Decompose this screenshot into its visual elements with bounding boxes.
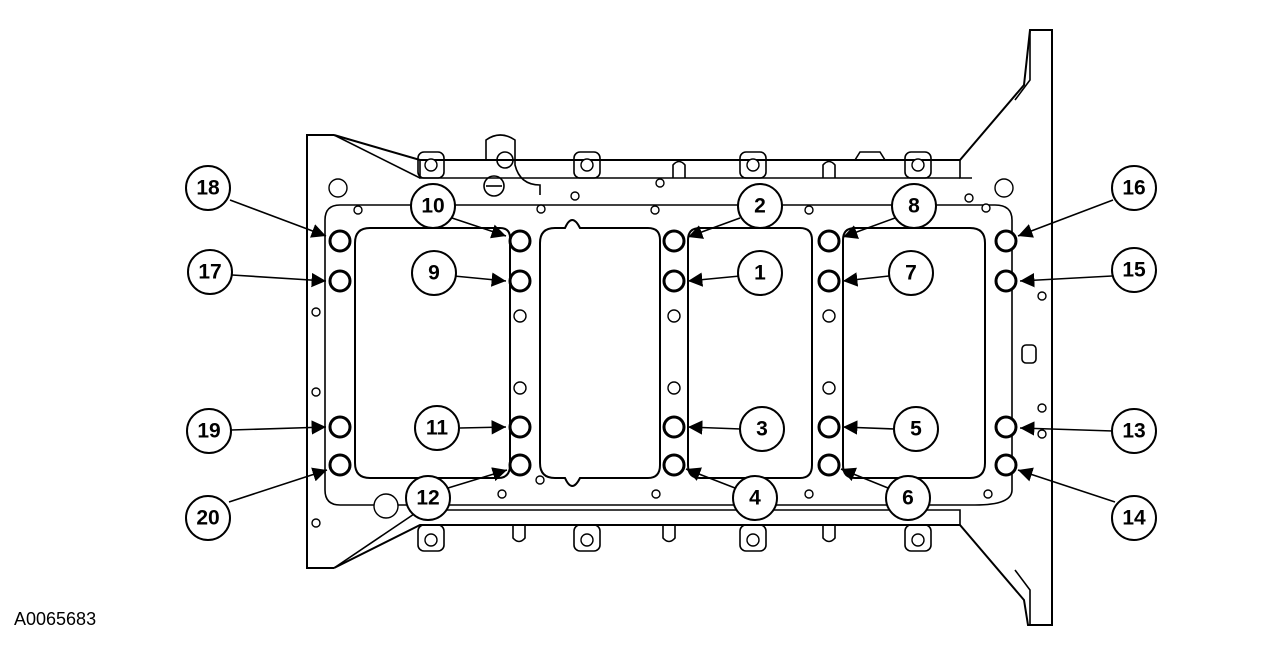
callout-20: 20 <box>185 495 231 541</box>
callout-6: 6 <box>885 475 931 521</box>
bolt-3 <box>662 415 686 439</box>
callout-17: 17 <box>187 249 233 295</box>
dowel-holes <box>311 178 1047 528</box>
svg-text:9: 9 <box>428 262 440 285</box>
bolt-19 <box>328 415 352 439</box>
bolt-12 <box>508 453 532 477</box>
svg-text:18: 18 <box>196 177 220 200</box>
bolt-2 <box>662 229 686 253</box>
callout-10: 10 <box>410 183 456 229</box>
svg-text:15: 15 <box>1122 259 1146 282</box>
callout-4: 4 <box>732 475 778 521</box>
svg-text:2: 2 <box>754 195 766 218</box>
callout-19: 19 <box>186 408 232 454</box>
svg-text:3: 3 <box>756 418 768 441</box>
svg-text:12: 12 <box>416 487 439 510</box>
svg-text:1: 1 <box>754 262 766 285</box>
bolt-4 <box>662 453 686 477</box>
callout-14: 14 <box>1111 495 1157 541</box>
callout-16: 16 <box>1111 165 1157 211</box>
callout-11: 11 <box>414 405 460 451</box>
bolt-10 <box>508 229 532 253</box>
svg-text:7: 7 <box>905 262 917 285</box>
leader-arrows <box>228 199 1116 503</box>
bolt-17 <box>328 269 352 293</box>
bolt-6 <box>817 453 841 477</box>
callout-2: 2 <box>737 183 783 229</box>
svg-text:4: 4 <box>749 487 761 510</box>
callout-3: 3 <box>739 406 785 452</box>
bolt-15 <box>994 269 1018 293</box>
svg-text:10: 10 <box>421 195 444 218</box>
callout-15: 15 <box>1111 247 1157 293</box>
svg-text:8: 8 <box>908 195 920 218</box>
figure-reference-code: A0065683 <box>14 609 97 629</box>
head-bolts <box>328 229 1018 477</box>
callout-1: 1 <box>737 250 783 296</box>
bolt-14 <box>994 453 1018 477</box>
callout-7: 7 <box>888 250 934 296</box>
svg-text:20: 20 <box>196 507 219 530</box>
callout-8: 8 <box>891 183 937 229</box>
block-outline <box>306 29 1053 626</box>
svg-text:17: 17 <box>198 261 221 284</box>
callout-12: 12 <box>405 475 451 521</box>
svg-text:6: 6 <box>902 487 914 510</box>
bolt-16 <box>994 229 1018 253</box>
bolt-11 <box>508 415 532 439</box>
bolt-1 <box>662 269 686 293</box>
bolt-13 <box>994 415 1018 439</box>
bolt-20 <box>328 453 352 477</box>
bolt-7 <box>817 269 841 293</box>
svg-text:19: 19 <box>197 420 220 443</box>
svg-text:13: 13 <box>1122 420 1145 443</box>
callout-5: 5 <box>893 406 939 452</box>
svg-text:11: 11 <box>426 417 449 440</box>
callout-13: 13 <box>1111 408 1157 454</box>
bolt-9 <box>508 269 532 293</box>
svg-text:5: 5 <box>910 418 922 441</box>
callout-18: 18 <box>185 165 231 211</box>
bolt-18 <box>328 229 352 253</box>
svg-text:14: 14 <box>1122 507 1146 530</box>
bolt-8 <box>817 229 841 253</box>
callout-9: 9 <box>411 250 457 296</box>
svg-text:16: 16 <box>1122 177 1145 200</box>
bolt-5 <box>817 415 841 439</box>
